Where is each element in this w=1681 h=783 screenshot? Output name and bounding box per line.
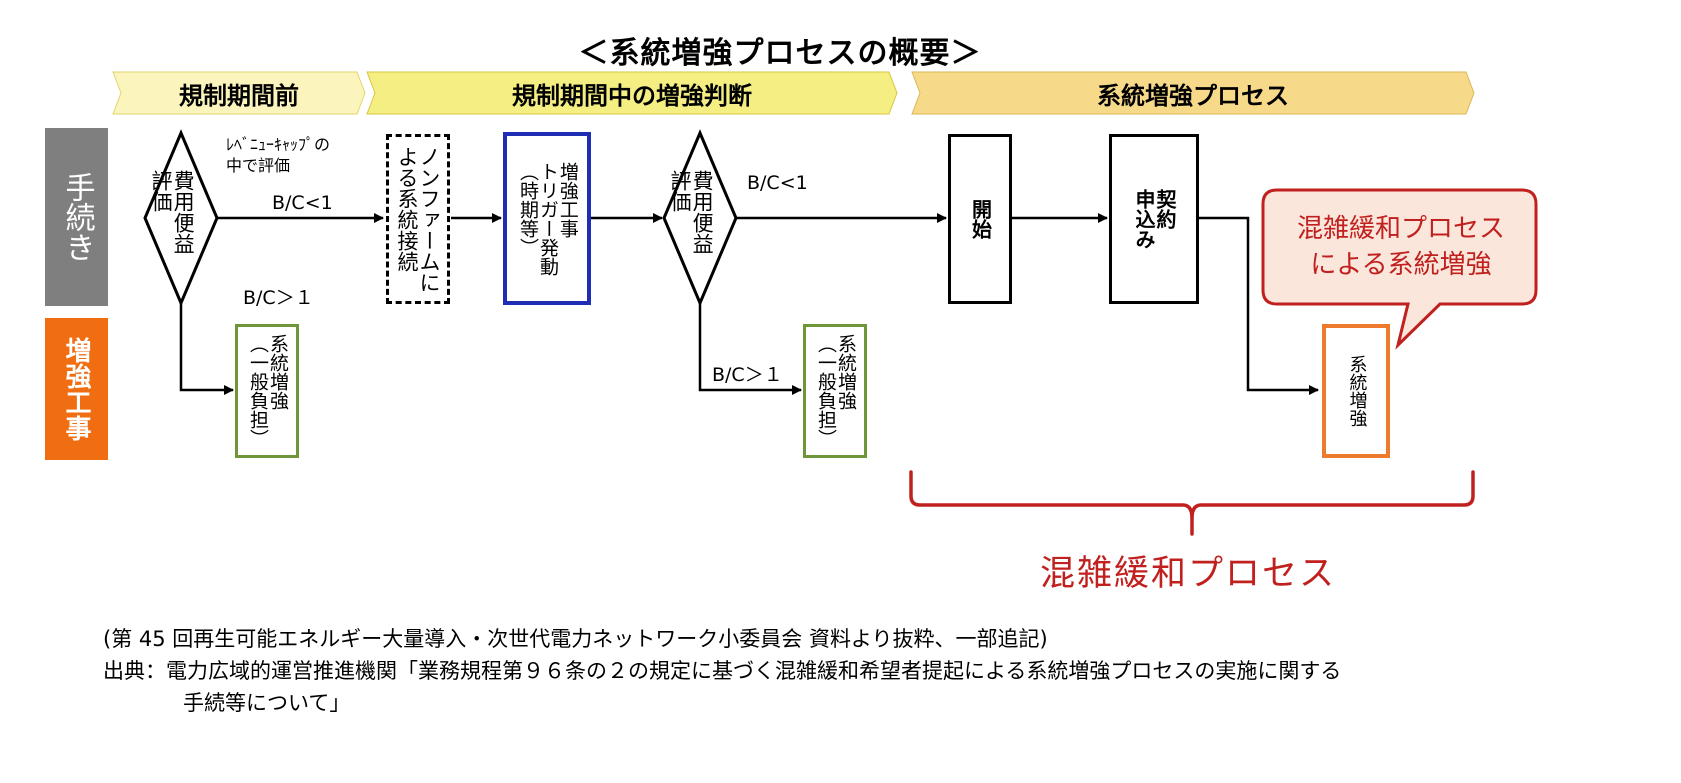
general-burden-label-a: 系統増強 （一般負担） — [247, 334, 289, 448]
general-burden-box-a: 系統増強 （一般負担） — [235, 324, 299, 458]
trigger-box: 増強工事 トリガー発動 （時期等） — [503, 132, 591, 305]
footnote-citation-continued: 手続等について」 — [183, 691, 351, 715]
diamond-1-label: 費用便益 評価 — [149, 170, 196, 254]
contract-application-box: 契約 申込み — [1109, 134, 1199, 304]
diagram-title: ＜系統増強プロセスの概要＞ — [578, 36, 982, 71]
footnote-source-line: (第 45 回再生可能エネルギー大量導入・次世代電力ネットワーク小委員会 資料よ… — [103, 627, 1048, 651]
red-bracket — [909, 470, 1475, 536]
row-label-reinforcement: 増強工事 — [45, 318, 108, 460]
phase-chevron-3 — [911, 71, 1475, 115]
callout-bubble: 混雑緩和プロセス による系統増強 — [1263, 190, 1539, 305]
callout-line-2: による系統増強 — [1310, 249, 1492, 280]
phase-label-2: 規制期間中の増強判断 — [512, 81, 752, 110]
phase-pre-regulation: 規制期間前 — [113, 72, 365, 114]
nonfirm-connection-label: ノンファームに よる系統接続 — [395, 145, 442, 293]
phase-chevron-2 — [366, 71, 898, 115]
start-box: 開始 — [948, 134, 1012, 304]
bc-greater-than-1-label-b: B/C＞１ — [712, 364, 783, 386]
general-burden-label-b: 系統増強 （一般負担） — [815, 334, 857, 448]
callout-line-1: 混雑緩和プロセス — [1296, 214, 1505, 245]
bc-less-than-1-label-b: B/C<1 — [747, 172, 808, 194]
revenue-cap-note: ﾚﾍﾞﾆｭｰｷｬｯﾌﾟの 中で評価 — [226, 135, 331, 175]
phase-reinforcement-process: 系統増強プロセス — [912, 72, 1474, 114]
footnote-citation-line: 出典：電力広域的運営推進機関「業務規程第９６条の２の規定に基づく混雑緩和希望者提… — [103, 659, 1342, 683]
phase-label-3: 系統増強プロセス — [1097, 81, 1289, 110]
general-burden-box-b: 系統増強 （一般負担） — [803, 324, 867, 458]
bc-greater-than-1-label-a: B/C＞１ — [243, 287, 314, 309]
reinforcement-label-c: 系統増強 — [1346, 355, 1368, 427]
bc-less-than-1-label-a: B/C<1 — [272, 192, 333, 214]
row-label-procedure: 手続き — [45, 128, 108, 306]
phase-during-regulation: 規制期間中の増強判断 — [367, 72, 897, 114]
contract-application-label: 契約 申込み — [1132, 189, 1177, 249]
trigger-label: 増強工事 トリガー発動 （時期等） — [517, 161, 579, 276]
nonfirm-connection-box: ノンファームに よる系統接続 — [386, 134, 450, 304]
start-label: 開始 — [968, 199, 993, 239]
phase-label-1: 規制期間前 — [179, 81, 299, 110]
phase-chevron-1 — [112, 71, 366, 115]
callout-bubble-shape — [1261, 188, 1538, 350]
congestion-relief-process-label: 混雑緩和プロセス — [1040, 554, 1337, 594]
diamond-2-label: 費用便益 評価 — [668, 170, 715, 254]
reinforcement-box-c: 系統増強 — [1322, 324, 1390, 458]
